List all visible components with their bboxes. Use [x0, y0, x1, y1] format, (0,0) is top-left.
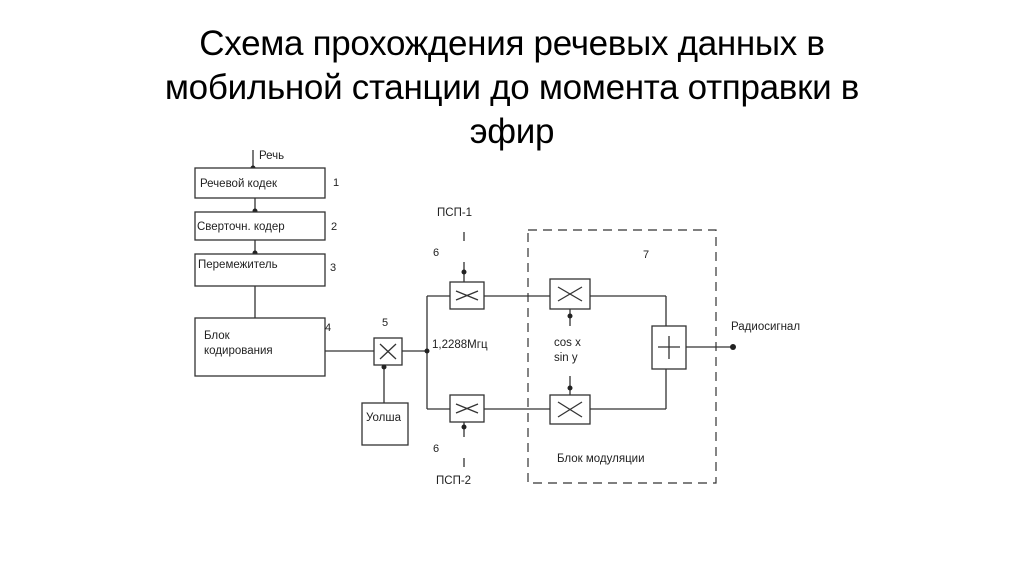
coding-label-1: Блок	[204, 330, 231, 342]
block-number-7: 7	[643, 249, 649, 261]
title-line-2: мобильной станции до момента отправки в	[164, 68, 860, 107]
conv-coder-label: Сверточн. кодер	[197, 221, 285, 233]
block-number-6-top: 6	[433, 247, 439, 259]
speech-codec-block	[194, 167, 326, 199]
block-number-4: 4	[325, 322, 331, 334]
mixer-sin-cross-b	[557, 401, 583, 418]
cos-dot	[567, 313, 573, 319]
split-dot	[424, 348, 430, 354]
block-number-5: 5	[382, 317, 388, 329]
psp1-label: ПСП-1	[437, 207, 472, 219]
interleaver-label: Перемежитель	[198, 259, 278, 271]
mixer-6-bottom-block	[449, 394, 485, 423]
cos-label: cos x	[554, 337, 581, 349]
rate-label: 1,2288Мгц	[432, 339, 488, 351]
coding-block	[194, 317, 326, 377]
speech-label: Речь	[259, 150, 284, 162]
modulation-block-frame	[527, 229, 717, 484]
radio-signal-label: Радиосигнал	[731, 321, 800, 333]
sin-dot	[567, 385, 573, 391]
psp2-label: ПСП-2	[436, 475, 471, 487]
walsh-link-dot	[381, 364, 387, 370]
mixer-6-top-cross-b	[455, 290, 479, 301]
title-line-3: эфир	[469, 112, 555, 151]
psp1-dot	[461, 269, 467, 275]
mixer-5-cross-b	[379, 343, 397, 360]
coding-label-2: кодирования	[204, 345, 273, 357]
mixer-cos-cross-b	[557, 286, 583, 302]
interleaver-block	[194, 253, 326, 287]
conv-coder-block	[194, 211, 326, 241]
output-dot	[730, 344, 736, 350]
block-number-3: 3	[330, 262, 336, 274]
title-line-1: Схема прохождения речевых данных в	[199, 24, 825, 63]
block-number-1: 1	[333, 177, 339, 189]
psp2-dot	[461, 424, 467, 430]
walsh-block	[361, 402, 409, 446]
block-number-2: 2	[331, 221, 337, 233]
slide-title: Схема прохождения речевых данных в мобил…	[0, 22, 1024, 154]
walsh-label: Уолша	[366, 412, 402, 424]
mixer-6-bottom-cross-b	[455, 403, 479, 414]
sin-label: sin y	[554, 352, 578, 364]
block-number-6-bottom: 6	[433, 443, 439, 455]
speech-codec-label: Речевой кодек	[200, 178, 278, 190]
modulation-block-label: Блок модуляции	[557, 453, 645, 465]
